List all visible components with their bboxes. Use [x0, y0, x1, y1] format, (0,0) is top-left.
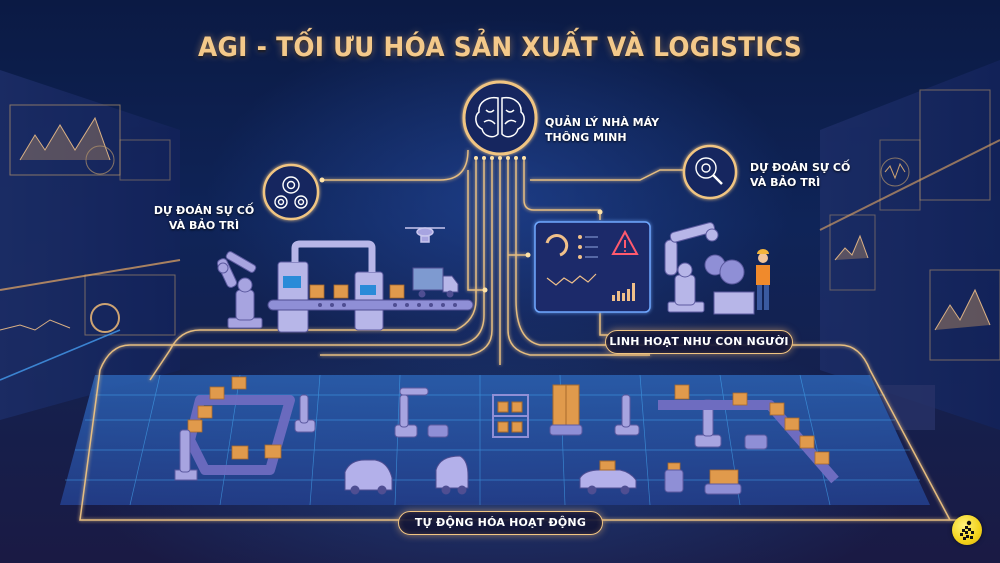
agv-icon [427, 424, 449, 438]
dashboard-screen [534, 221, 651, 313]
smart-factory-line1: QUẢN LÝ NHÀ MÁY [545, 116, 660, 129]
robot-arm-icon [664, 222, 719, 313]
robot-arm-icon [174, 387, 429, 481]
robot-arm-icon [216, 251, 263, 329]
page-title: AGI - TỐI ƯU HÓA SẢN XUẤT VÀ LOGISTICS [197, 32, 803, 63]
warning-triangle-icon [611, 229, 639, 255]
predict-right-line1: DỰ ĐOÁN SỰ CỐ [750, 161, 851, 174]
circuit-nodes [319, 156, 691, 313]
running-figure-icon [960, 520, 974, 540]
predict-left-line2: VÀ BẢO TRÌ [168, 219, 240, 232]
brain-node [462, 80, 538, 156]
automation-pill: TỰ ĐỘNG HÓA HOẠT ĐỘNG [398, 511, 603, 535]
autonomous-car-icon [344, 455, 637, 495]
gears-node [262, 163, 320, 221]
warehouse-floor [174, 376, 839, 495]
agv-icon [549, 384, 583, 436]
predict-left-line1: DỰ ĐOÁN SỰ CỐ [153, 204, 255, 217]
line-chart [546, 273, 597, 286]
maintenance-scene [664, 222, 770, 315]
gauge-icon [545, 234, 569, 257]
worker-icon [756, 249, 770, 310]
brain-icon [475, 96, 525, 138]
brand-logo [952, 515, 982, 545]
right-dashboard-wall [819, 60, 1000, 430]
truck-icon [412, 267, 459, 298]
predict-left-label: DỰ ĐOÁN SỰ CỐ VÀ BẢO TRÌ [145, 203, 263, 233]
shelf-icon [492, 394, 529, 438]
gears-icon [274, 176, 308, 209]
box-icons [309, 284, 405, 299]
bar-chart [612, 283, 635, 301]
box-icons [667, 384, 830, 485]
human-like-pill: LINH HOẠT NHƯ CON NGƯỜI [605, 330, 793, 354]
magnifier-node [682, 144, 738, 200]
predict-right-label: DỰ ĐOÁN SỰ CỐ VÀ BẢO TRÌ [750, 160, 850, 190]
drone-icon [405, 227, 445, 243]
smart-factory-label: QUẢN LÝ NHÀ MÁY THÔNG MINH [545, 115, 659, 145]
predict-right-line2: VÀ BẢO TRÌ [750, 176, 821, 189]
magnifier-gear-icon [695, 157, 723, 185]
smart-factory-line2: THÔNG MINH [545, 131, 627, 144]
production-line [216, 227, 474, 333]
box-icons [187, 376, 282, 460]
left-dashboard-wall [0, 70, 181, 420]
